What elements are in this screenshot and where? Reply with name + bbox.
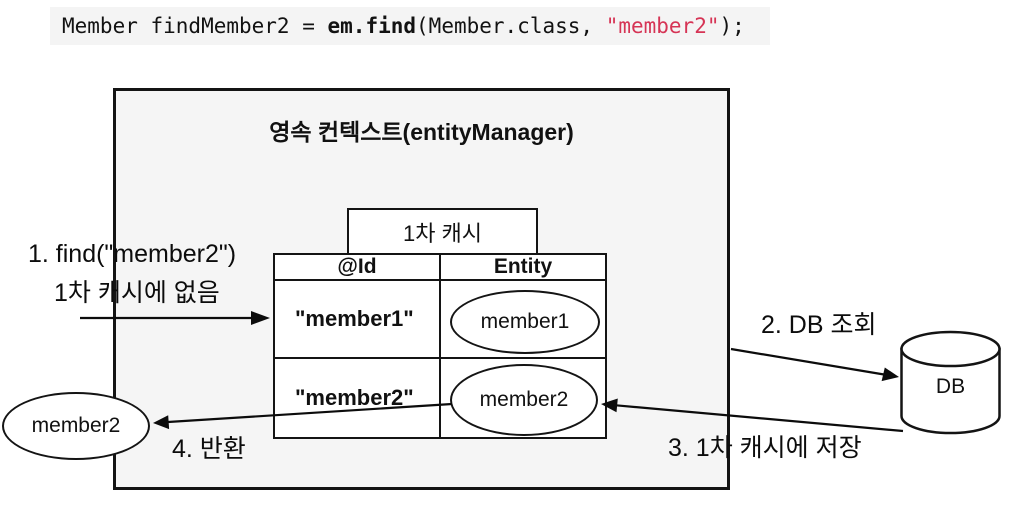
step3-label: 3. 1차 캐시에 저장 [668,434,862,462]
table-header-entity: Entity [441,255,605,281]
returned-entity-ellipse: member2 [2,392,150,460]
step2-arrow [730,347,899,382]
step1-label-line1: 1. find("member2") [28,240,237,268]
table-cell-id-member1: "member1" [275,281,441,359]
returned-entity-label: member2 [31,414,121,437]
step4-label: 4. 반환 [172,435,246,463]
code-segment: em.find [327,14,417,38]
persistence-context-title: 영속 컨텍스트(entityManager) [269,119,574,145]
code-segment: "member2" [605,14,720,38]
db-label: DB [935,375,966,398]
entity-ellipse-member2-label: member2 [479,388,569,411]
entity-ellipse-member2: member2 [450,364,598,436]
table-header-id: @Id [275,255,441,281]
table-cell-entity-member1 [441,281,605,359]
entity-ellipse-member1: member1 [450,290,600,354]
first-level-cache-label: 1차 캐시 [402,220,483,246]
code-segment: (Member.class, [416,14,606,38]
code-line: Member findMember2 = em.find(Member.clas… [50,7,770,45]
code-segment: ); [719,14,745,38]
table-cell-id-member2: "member2" [275,359,441,437]
step2-label: 2. DB 조회 [761,311,877,339]
step1-label-line2: 1차 캐시에 없음 [54,279,220,307]
entity-ellipse-member1-label: member1 [480,310,570,333]
code-segment: Member findMember2 = [62,14,328,38]
first-level-cache-label-box: 1차 캐시 [347,208,538,255]
